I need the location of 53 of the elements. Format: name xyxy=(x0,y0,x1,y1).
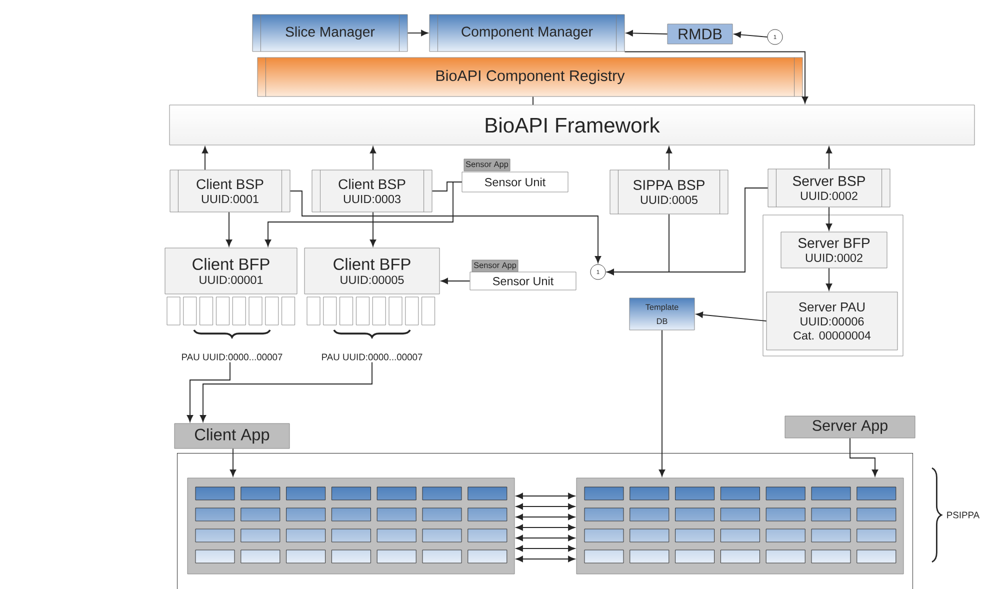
manager-box: Component Manager xyxy=(429,14,625,52)
arrow xyxy=(516,514,576,520)
bsp-box: Client BSP UUID:0001 xyxy=(170,170,290,212)
bfp-box: Client BFP UUID:00001 xyxy=(164,248,298,294)
database-box: RMDB xyxy=(667,24,733,44)
arrow xyxy=(226,212,232,247)
pau-label: PAU UUID:0000...00007 xyxy=(322,354,422,360)
database-box: Template DB xyxy=(629,298,695,330)
arrow xyxy=(407,30,428,36)
bsp-box: Server BSP UUID:0002 xyxy=(768,168,890,208)
arrow xyxy=(826,206,832,231)
bsp-box: Client BSP UUID:0003 xyxy=(312,170,432,212)
arrow xyxy=(516,534,576,542)
arrow xyxy=(734,32,768,38)
tag-box: Sensor App xyxy=(464,158,510,172)
arrow xyxy=(516,556,576,562)
arrow xyxy=(826,268,832,291)
arrow xyxy=(658,330,666,477)
app-box: Server App xyxy=(784,416,916,438)
arrow xyxy=(230,448,236,477)
sensor-box: Sensor Unit xyxy=(470,272,576,290)
arrow xyxy=(516,503,576,510)
arrow xyxy=(200,362,372,422)
pau-box: Server PAU UUID:00006 Cat. 00000004 xyxy=(766,292,898,350)
tag-box: Sensor App xyxy=(472,260,518,272)
sensor-box: Sensor Unit xyxy=(462,172,568,192)
arrow xyxy=(626,30,668,36)
arrow xyxy=(826,146,832,170)
framework-band: BioAPI Framework xyxy=(169,104,975,146)
arrow xyxy=(186,362,230,422)
arrow xyxy=(290,190,602,264)
bfp-box: Server BFP UUID:0002 xyxy=(780,232,888,268)
arrow xyxy=(516,492,576,500)
arrow xyxy=(696,312,767,322)
arrow xyxy=(370,146,376,170)
system-frame xyxy=(177,453,913,589)
pau-label: PAU UUID:0000...00007 xyxy=(182,354,282,360)
arrow xyxy=(370,212,376,247)
app-box: Client App xyxy=(174,423,290,449)
arrow xyxy=(850,438,878,477)
arrow xyxy=(666,146,672,170)
side-label: PSIPPA xyxy=(947,512,980,518)
arrow xyxy=(606,188,768,276)
manager-box: Slice Manager xyxy=(252,14,408,52)
arrow xyxy=(624,51,808,104)
arrow xyxy=(516,545,576,552)
bsp-box: SIPPA BSP UUID:0005 xyxy=(610,170,728,214)
arrow xyxy=(516,524,576,531)
registry-band: BioAPI Component Registry xyxy=(257,57,803,97)
arrow xyxy=(202,146,208,170)
arrow xyxy=(264,182,462,247)
arrow xyxy=(440,278,470,284)
bfp-box: Client BFP UUID:00005 xyxy=(304,248,440,294)
